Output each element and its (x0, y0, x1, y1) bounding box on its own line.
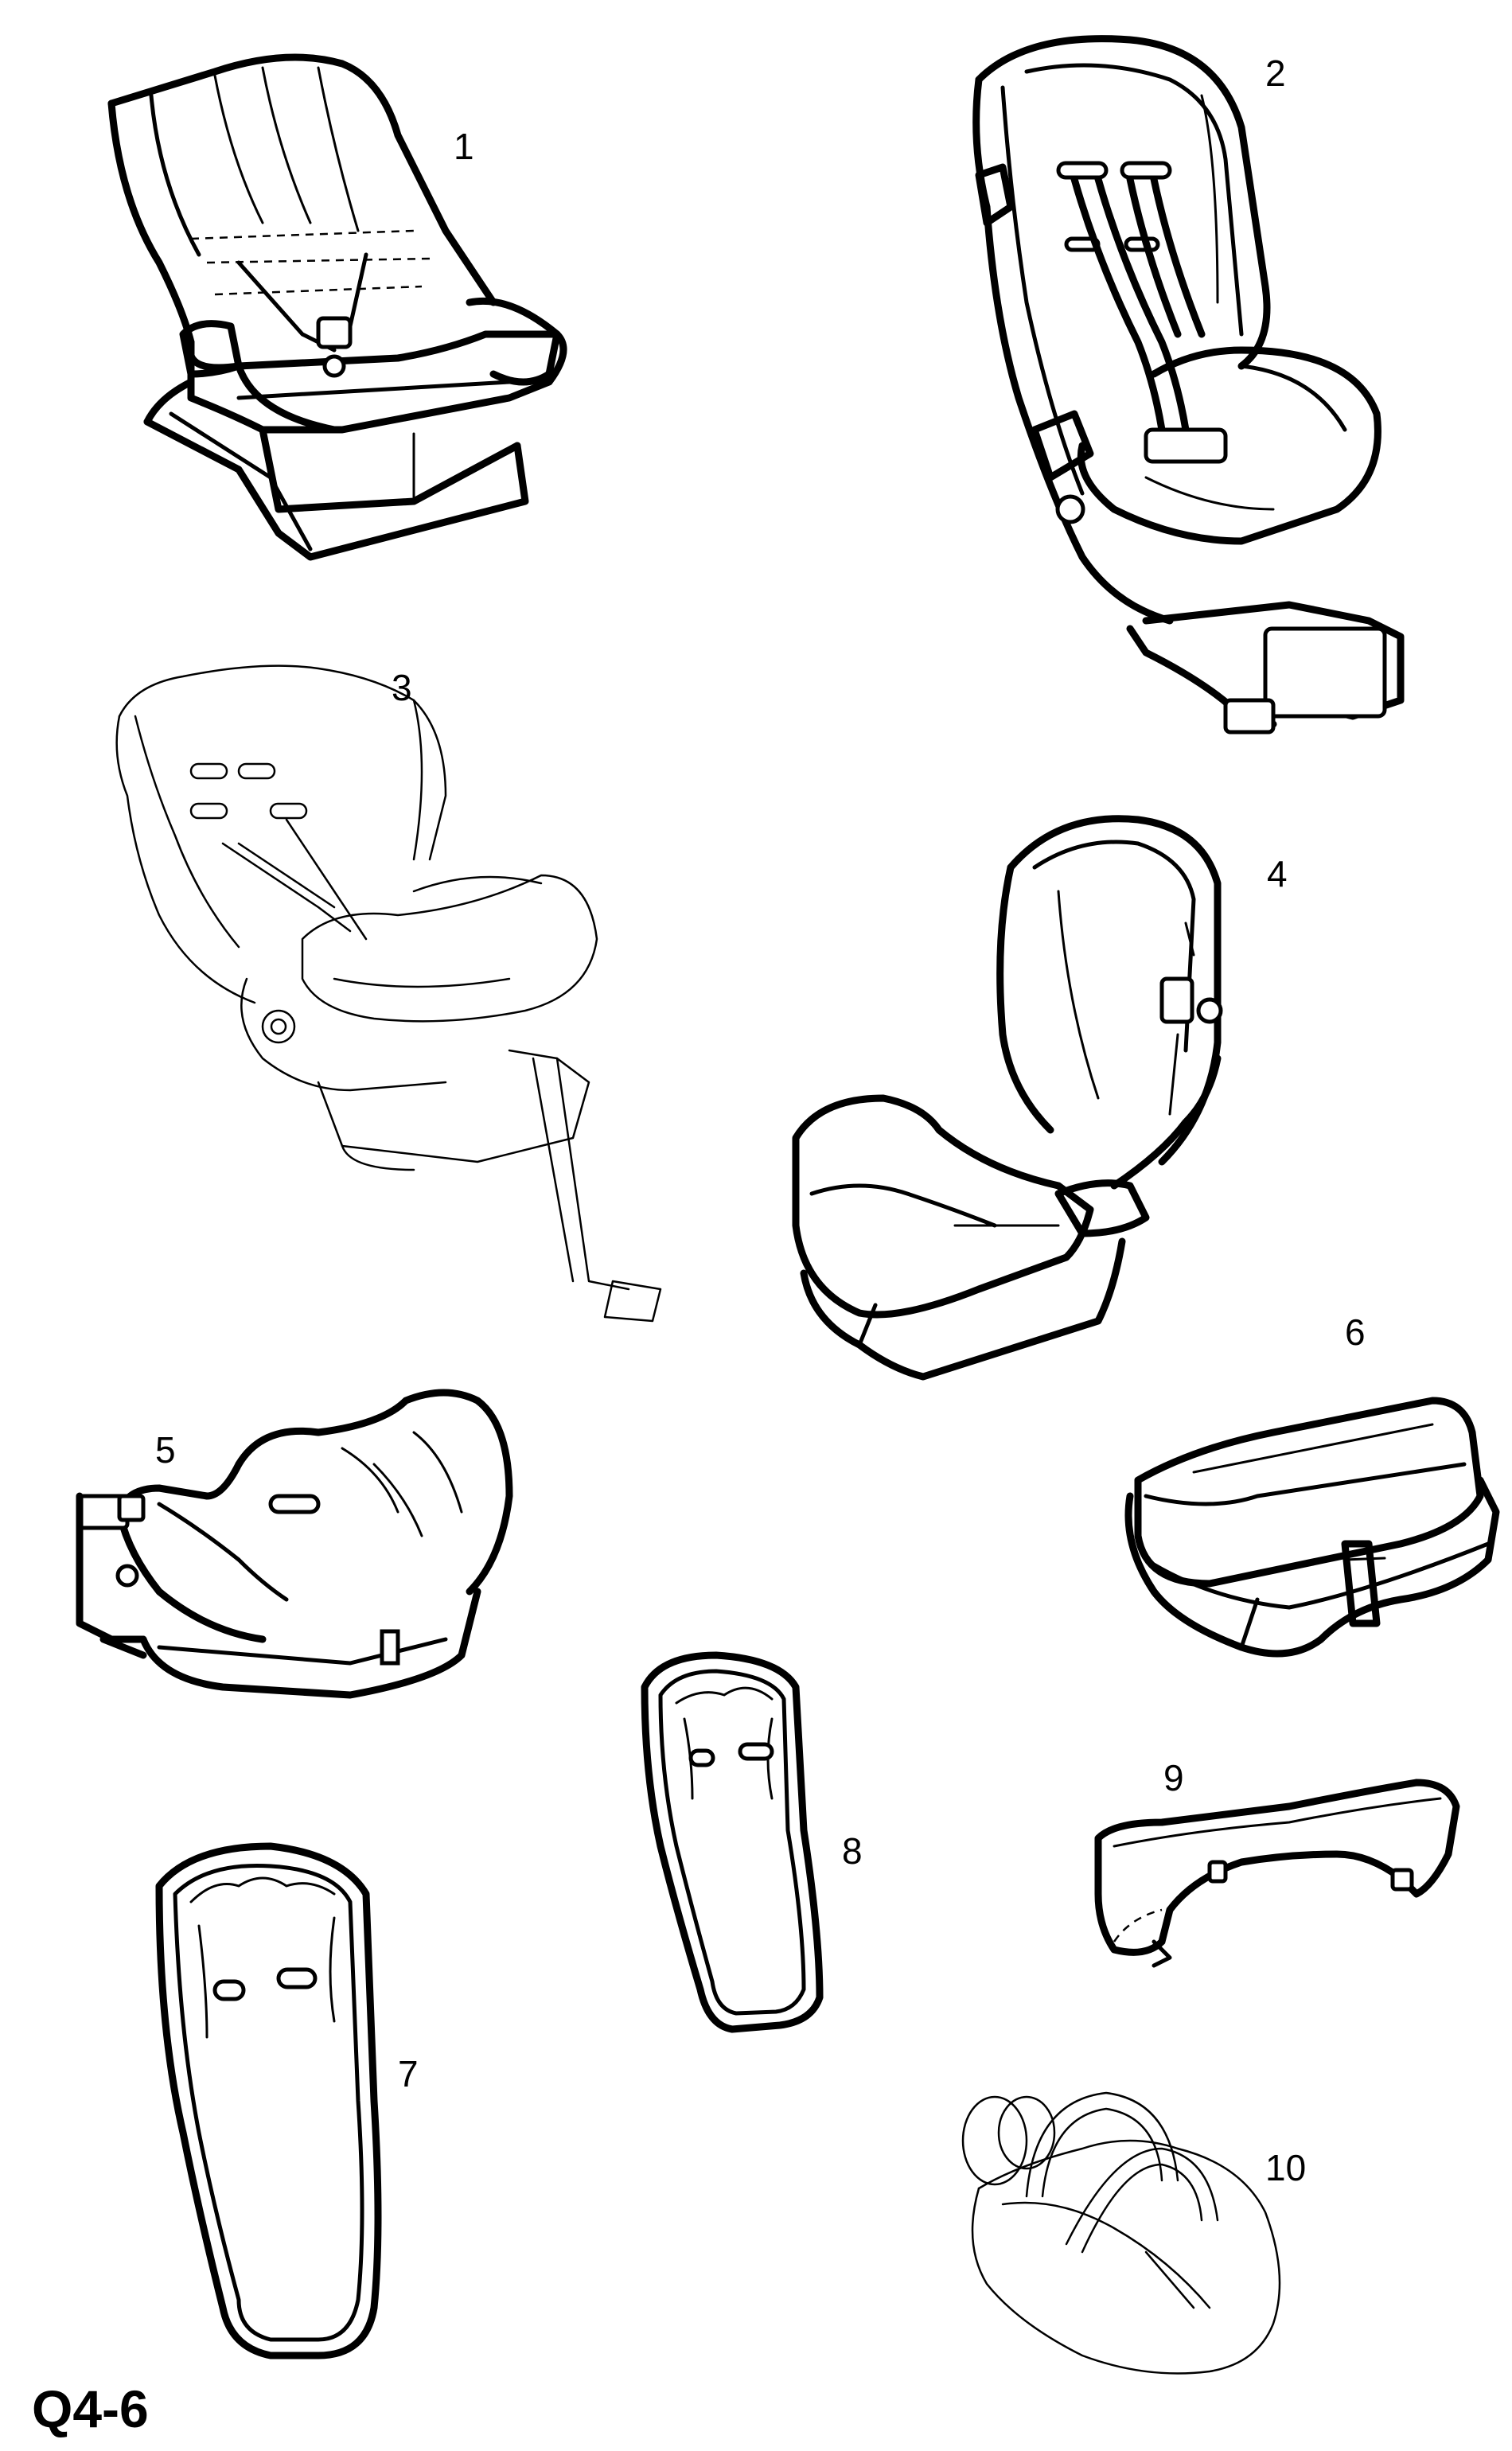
callout-1: 1 (454, 126, 474, 167)
callout-2: 2 (1265, 53, 1286, 94)
booster-cushion-icon (1124, 1397, 1500, 1658)
callout-6: 6 (1345, 1311, 1366, 1353)
callout-9: 9 (1163, 1757, 1184, 1798)
carry-bag-icon (961, 2091, 1281, 2375)
child-seat-with-harness-icon (972, 35, 1405, 735)
child-seat-base-shell-icon (76, 1389, 513, 1699)
callout-4: 4 (1267, 853, 1288, 894)
child-seat-outline-with-tether-icon (115, 664, 662, 1323)
seat-cover-large-icon (155, 1842, 382, 2359)
callout-5: 5 (155, 1429, 176, 1471)
callout-8: 8 (842, 1830, 863, 1872)
infant-carrier-seat-icon (107, 53, 567, 561)
callout-3: 3 (392, 667, 412, 708)
sheet-reference-label: Q4-6 (32, 2379, 149, 2438)
callout-10: 10 (1265, 2147, 1306, 2188)
booster-seat-with-backrest-icon (792, 815, 1223, 1381)
callout-7: 7 (398, 2053, 419, 2094)
impact-shield-icon (1094, 1779, 1460, 1968)
seat-cover-small-icon (641, 1651, 824, 2033)
